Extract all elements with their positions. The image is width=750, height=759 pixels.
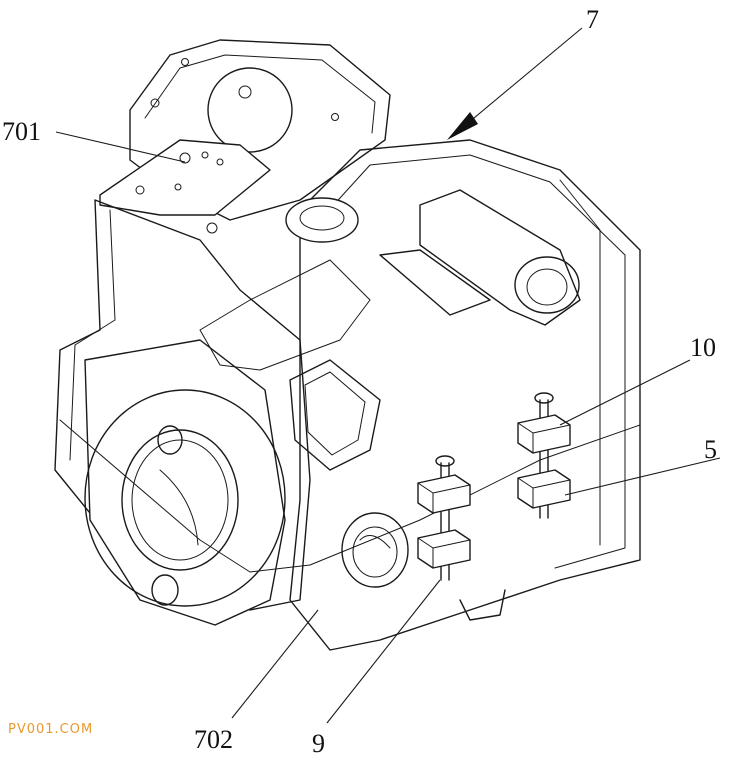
ref-label-9: 9: [312, 729, 325, 758]
body-windows: [199, 259, 381, 471]
ref-label-5: 5: [704, 435, 717, 464]
leader-10: [559, 359, 691, 426]
top-cylinder: [285, 189, 581, 326]
leader-lines: [55, 27, 721, 724]
leader-9: [326, 579, 441, 724]
ref-label-7: 7: [586, 5, 599, 34]
clamp-blocks-9: [417, 455, 471, 581]
leader-5: [564, 457, 721, 496]
ref-label-10: 10: [690, 333, 716, 362]
leader-702: [231, 609, 319, 719]
ref-label-701: 701: [2, 117, 41, 146]
watermark-text: PV001.COM: [8, 722, 94, 737]
leader-7: [461, 27, 583, 129]
bottom-boss: [459, 589, 506, 621]
arrowhead-7: [447, 112, 478, 140]
leader-701: [55, 131, 186, 163]
clamp-blocks-10: [517, 392, 571, 519]
ref-label-702: 702: [194, 725, 233, 754]
housing-body: [54, 39, 641, 651]
side-port: [341, 512, 409, 588]
front-flange: [84, 339, 286, 626]
